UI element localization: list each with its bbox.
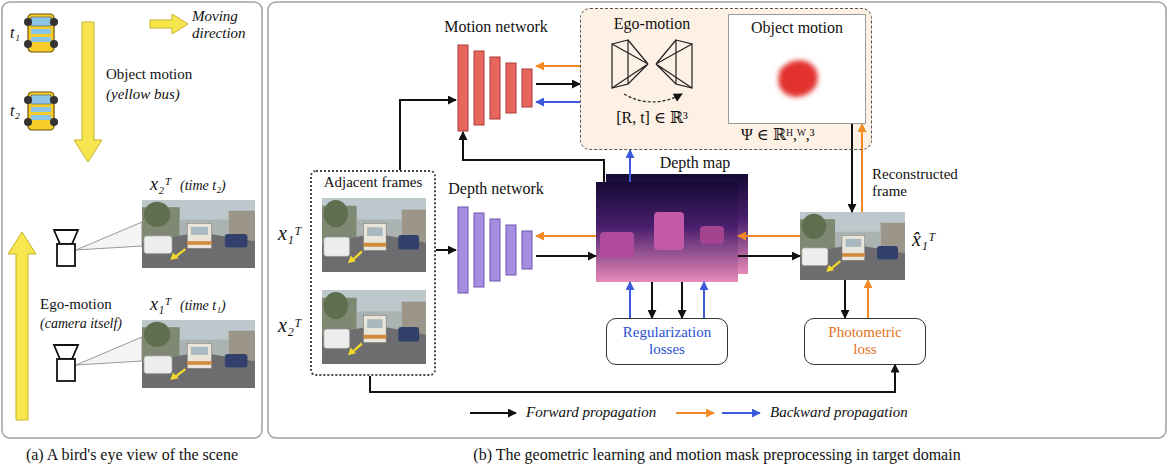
flow-arrow — [861, 124, 863, 212]
flow-arrow — [463, 132, 604, 182]
loss-box: Photometric loss — [804, 318, 926, 365]
flow-arrow — [370, 365, 895, 393]
flow-arrow — [681, 282, 683, 318]
flow-arrow — [400, 100, 456, 170]
panel-heading: Ego-motion — [586, 15, 718, 33]
flow-arrow — [851, 124, 853, 212]
pose-formula: [R, t] ∈ ℝ³ — [586, 109, 718, 127]
frame-symbol: x₁ᵀ — [150, 294, 171, 315]
frame-symbol: x₂ᵀ — [278, 314, 302, 337]
legend-text: Backward propagation — [770, 404, 908, 421]
depth-network: Depth network — [456, 206, 536, 294]
flow-arrow — [844, 280, 846, 318]
flow-arrow — [629, 150, 631, 182]
time-note: (time t₁) — [180, 298, 226, 314]
flow-arrow — [536, 235, 596, 237]
frame-image — [322, 290, 426, 364]
time-label: t₁ — [10, 24, 20, 42]
flow-arrow — [436, 249, 456, 251]
frame-image — [142, 200, 255, 268]
legend-text: Moving direction — [192, 8, 258, 43]
motion-network-layers — [458, 45, 532, 131]
motion-label: Ego-motion — [40, 296, 112, 313]
motion-label: Object motion — [106, 66, 192, 83]
time-note: (time t₂) — [180, 178, 226, 194]
flow-arrow — [536, 255, 596, 257]
box-heading: Object motion — [729, 15, 865, 37]
flow-arrow — [703, 282, 705, 318]
object-motion-arrow — [74, 22, 102, 162]
depth-image — [596, 182, 738, 282]
motion-note: (camera itself) — [40, 316, 122, 332]
panel-border — [2, 2, 262, 438]
camera-icon — [54, 345, 78, 381]
flow-arrow — [738, 255, 800, 257]
flow-arrow — [629, 282, 631, 318]
motion-note: (yellow bus) — [106, 86, 180, 103]
loss-name: Regularization losses — [617, 324, 717, 359]
flow-arrow — [536, 83, 580, 85]
group-heading: Adjacent frames — [312, 174, 434, 191]
reconstructed-frame: Reconstructed framex̂₁ᵀ — [800, 212, 905, 280]
image-heading: Depth map — [640, 154, 750, 172]
camera-frustums — [612, 40, 692, 102]
mask-fill — [728, 14, 866, 124]
frame-symbol: x₁ᵀ — [278, 222, 302, 245]
legend-text: Forward propagation — [526, 404, 656, 421]
frame-symbol: x₂ᵀ — [150, 174, 171, 195]
motion-output-panel: Ego-motion[R, t] ∈ ℝ³Object motionΨ ∈ ℝᴴ… — [580, 8, 872, 150]
motion-mask-blob — [778, 60, 817, 97]
frame-image — [800, 212, 905, 280]
object-motion-box: Object motionΨ ∈ ℝᴴ,ᵂ,³ — [728, 14, 866, 124]
network-heading: Motion network — [427, 18, 565, 36]
flow-arrow — [867, 280, 869, 318]
camera-icon — [54, 230, 78, 266]
panel-caption: (b) The geometric learning and motion ma… — [268, 446, 1166, 464]
panel-border — [268, 2, 1166, 438]
frame-image — [322, 198, 426, 272]
view-bubble — [76, 222, 142, 250]
legend-arrow — [676, 412, 714, 414]
mask-formula: Ψ ∈ ℝᴴ,ᵂ,³ — [741, 126, 861, 144]
depth-map: Depth map — [596, 182, 738, 282]
legend-arrow — [150, 14, 188, 34]
frame-symbol: x̂₁ᵀ — [912, 228, 956, 251]
image-heading: Reconstructed frame — [872, 166, 972, 201]
bus-icon — [24, 92, 58, 130]
flow-arrow — [536, 65, 580, 67]
ego-motion-arrow — [8, 232, 36, 420]
panel-fill — [580, 8, 872, 150]
flow-arrow — [536, 101, 580, 103]
loss-name: Photometric loss — [815, 324, 915, 359]
frame-image — [142, 320, 255, 388]
view-bubble — [76, 337, 142, 365]
legend-arrow — [722, 412, 760, 414]
input-frames-group: Adjacent frames — [310, 170, 436, 376]
motion-network: Motion network — [456, 44, 536, 132]
flow-arrow — [651, 282, 653, 318]
depth-network-layers — [458, 207, 532, 293]
time-label: t₂ — [10, 102, 20, 120]
panel-caption: (a) A bird's eye view of the scene — [2, 446, 262, 464]
bus-icon — [24, 14, 58, 52]
loss-box: Regularization losses — [606, 318, 728, 365]
flow-arrow — [738, 235, 800, 237]
legend-arrow — [470, 412, 516, 414]
network-heading: Depth network — [427, 180, 565, 198]
